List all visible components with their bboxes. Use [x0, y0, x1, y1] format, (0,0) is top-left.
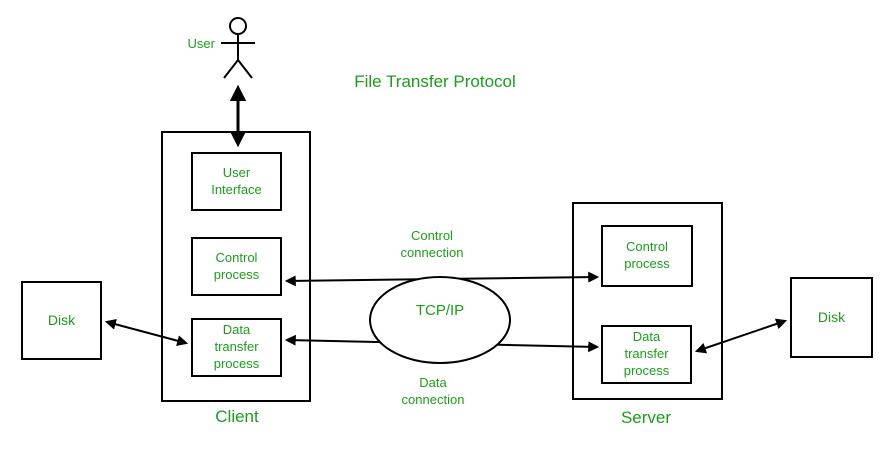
data-connection-label: Data connection [401, 375, 465, 407]
server-data-transfer-process-label: Data transfer process [623, 329, 670, 378]
diagram-title: File Transfer Protocol [354, 72, 516, 91]
client-user-interface-box: User Interface [191, 152, 282, 211]
right-disk-label: Disk [817, 309, 846, 326]
client-control-process-box: Control process [191, 237, 282, 296]
client-user-interface-label: User Interface [211, 164, 262, 197]
server-label: Server [620, 408, 672, 427]
client-label: Client [215, 407, 259, 426]
tcpip-label: TCP/IP [415, 302, 465, 319]
client-data-transfer-process-box: Data transfer process [191, 318, 282, 377]
client-disk-arrow [104, 318, 189, 347]
server-box [572, 202, 723, 400]
tcpip-ellipse [369, 276, 511, 364]
client-control-process-label: Control process [213, 249, 260, 282]
server-disk-arrow [694, 318, 788, 354]
control-connection-label: Control connection [400, 228, 464, 260]
client-data-transfer-process-label: Data transfer process [213, 322, 260, 371]
server-control-process-label: Control process [624, 239, 670, 271]
server-control-process-box: Control process [601, 225, 693, 287]
right-disk-box: Disk [790, 277, 873, 358]
server-data-transfer-process-box: Data transfer process [601, 325, 692, 384]
left-disk-box: Disk [21, 281, 102, 360]
left-disk-label: Disk [47, 312, 76, 329]
user-figure-icon [221, 17, 255, 79]
user-actor-label: User [187, 36, 215, 51]
